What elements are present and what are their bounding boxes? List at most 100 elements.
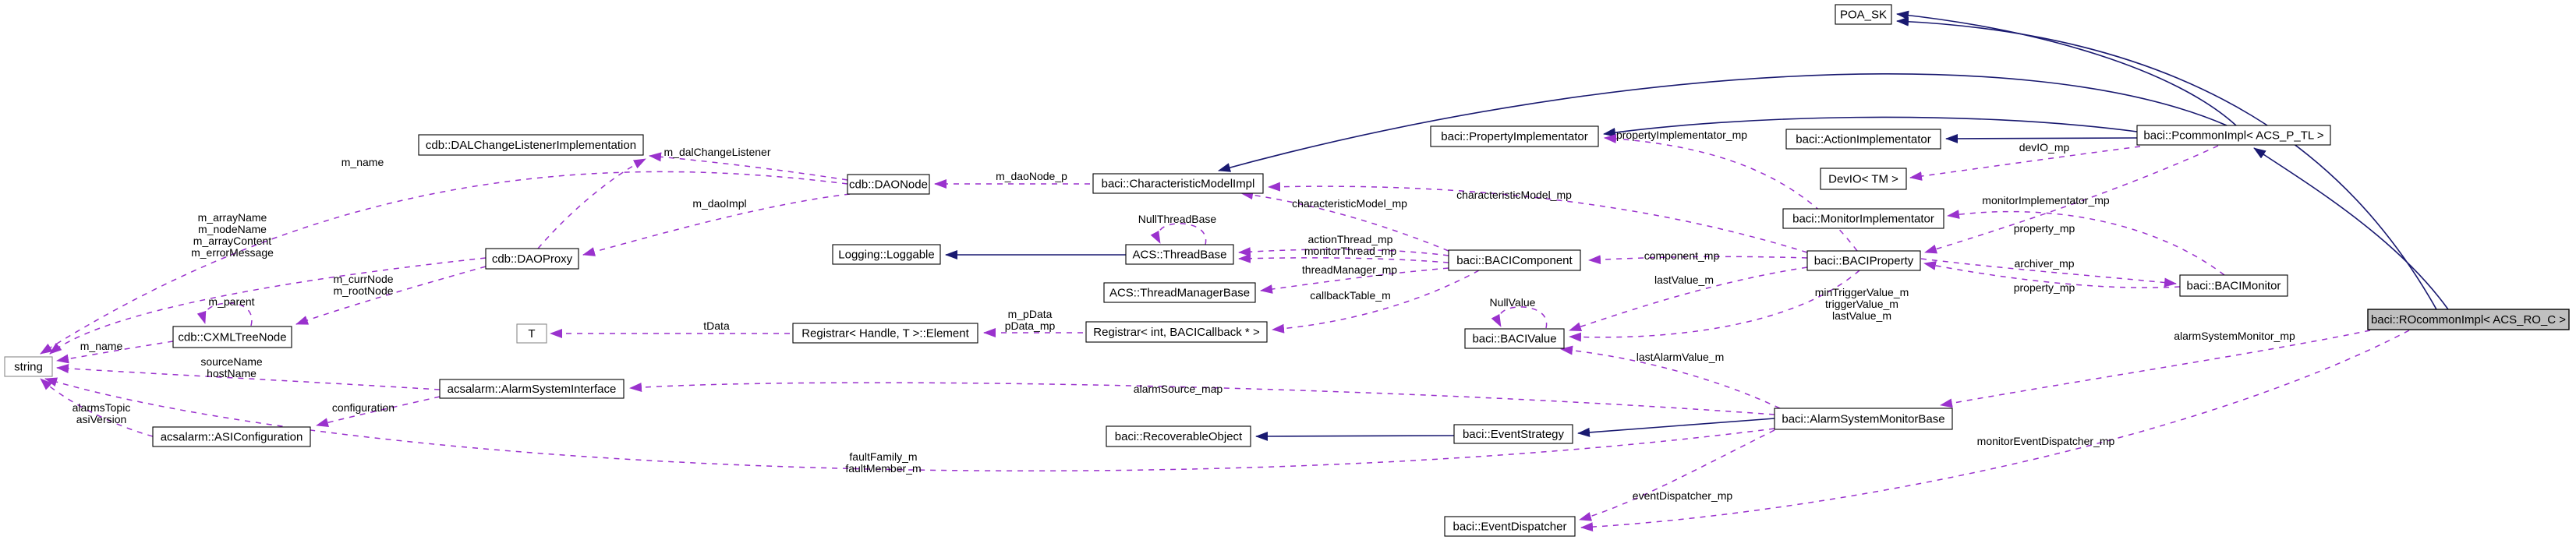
- class-node-alarm-system-interface[interactable]: acsalarm::AlarmSystemInterface: [439, 379, 625, 399]
- class-node-baci-value[interactable]: baci::BACIValue: [1464, 328, 1565, 349]
- usage-edge-use-cxml-string: [56, 341, 174, 364]
- usage-edge-use-daonode-dalchange: [649, 152, 848, 181]
- class-node-ro-common-impl: baci::ROcommonImpl< ACS_RO_C >: [2367, 309, 2570, 330]
- class-node-event-dispatcher[interactable]: baci::EventDispatcher: [1444, 516, 1576, 537]
- edge-label-m-array-block-line-3: m_errorMessage: [191, 246, 274, 259]
- class-node-poa-sk[interactable]: POA_SK: [1835, 4, 1892, 25]
- edge-label-nullthreadbase-line-0: NullThreadBase: [1138, 213, 1217, 225]
- class-node-baci-component[interactable]: baci::BACIComponent: [1448, 249, 1581, 271]
- class-node-property-implementator[interactable]: baci::PropertyImplementator: [1430, 125, 1599, 147]
- class-node-monitor-implementator[interactable]: baci::MonitorImplementator: [1782, 208, 1944, 229]
- usage-edge-use-threadbase-self-null: [1150, 223, 1207, 245]
- edge-label-actionthread-block-line-0: actionThread_mp: [1308, 233, 1393, 245]
- usage-edge-use-component-registrarcb: [1272, 270, 1480, 334]
- class-node-baci-monitor[interactable]: baci::BACIMonitor: [2179, 274, 2288, 297]
- class-node-dao-proxy[interactable]: cdb::DAOProxy: [485, 248, 579, 270]
- class-node-registrar-bacicallback[interactable]: Registrar< int, BACICallback * >: [1085, 321, 1268, 343]
- class-node-string-node[interactable]: string: [4, 356, 53, 377]
- usage-edge-use-property-monitor: [1920, 258, 2177, 288]
- class-label-baci-property: baci::BACIProperty: [1814, 255, 1914, 268]
- edge-label-lastvalue-m-line-0: lastValue_m: [1654, 274, 1714, 286]
- class-node-characteristic-model-impl[interactable]: baci::CharacteristicModelImpl: [1092, 173, 1264, 194]
- class-box-thread-manager-base: [1103, 282, 1256, 303]
- edge-label-archiver-mp-line-0: archiver_mp: [2014, 257, 2074, 270]
- edges-layer: [40, 10, 2449, 532]
- class-node-loggable[interactable]: Logging::Loggable: [832, 244, 941, 265]
- edge-label-m-pdata-block-line-0: m_pData: [1008, 308, 1053, 320]
- class-label-alarm-system-interface: acsalarm::AlarmSystemInterface: [448, 383, 617, 396]
- usage-edge-use-asi-string: [56, 363, 441, 390]
- usage-edge-use-property-value-trig: [1569, 270, 1860, 342]
- class-box-property-implementator: [1430, 125, 1599, 147]
- class-node-thread-manager-base[interactable]: ACS::ThreadManagerBase: [1103, 282, 1256, 303]
- edge-label-propertyimplementator-mp-line-0: propertyImplementator_mp: [1616, 129, 1747, 141]
- class-box-asi-configuration: [152, 426, 311, 447]
- edge-label-threadmanager-mp-line-0: threadManager_mp: [1302, 263, 1397, 276]
- inheritance-edge-inh-rocommon-poa: [1896, 16, 2437, 310]
- class-node-t-param[interactable]: T: [516, 323, 547, 344]
- usage-edge-use-asmb-eventdispatcher: [1579, 429, 1775, 521]
- class-label-pcommon-impl: baci::PcommonImpl< ACS_P_TL >: [2143, 129, 2323, 143]
- class-box-baci-monitor: [2179, 274, 2288, 297]
- edge-label-property-mp-lower-line-0: property_mp: [2014, 281, 2075, 294]
- edge-label-faultfamily-block-line-0: faultFamily_m: [849, 450, 917, 463]
- class-box-event-dispatcher: [1444, 516, 1576, 537]
- class-label-event-strategy: baci::EventStrategy: [1463, 428, 1565, 441]
- edge-label-eventdispatcher-mp-line-0: eventDispatcher_mp: [1633, 489, 1733, 502]
- usage-edge-use-component-charmodel: [1240, 190, 1449, 252]
- class-box-thread-base: [1125, 244, 1234, 265]
- edge-label-mintrigger-block-line-2: lastValue_m: [1832, 309, 1891, 322]
- inheritance-edge-inh-pcommon-charmodel: [1218, 73, 2227, 172]
- class-label-characteristic-model-impl: baci::CharacteristicModelImpl: [1102, 178, 1255, 191]
- usage-edge-use-daoproxy-string: [49, 257, 487, 355]
- class-node-devio-tm[interactable]: DevIO< TM >: [1820, 168, 1907, 190]
- class-label-alarm-system-monitor-base: baci::AlarmSystemMonitorBase: [1782, 413, 1944, 426]
- class-label-poa-sk: POA_SK: [1840, 9, 1887, 22]
- edge-label-m-daonode-p-line-0: m_daoNode_p: [996, 170, 1067, 182]
- class-node-action-implementator[interactable]: baci::ActionImplementator: [1785, 129, 1941, 150]
- class-node-baci-property[interactable]: baci::BACIProperty: [1806, 250, 1921, 271]
- class-label-thread-manager-base: ACS::ThreadManagerBase: [1109, 287, 1250, 300]
- class-box-t-param: [516, 323, 547, 344]
- edge-label-characteristicmodel-mp-1-line-0: characteristicModel_mp: [1292, 197, 1407, 210]
- usage-edge-use-rocommon-asmb: [1940, 330, 2371, 408]
- edge-label-m-name-cxml-line-0: m_name: [80, 340, 123, 352]
- class-box-pcommon-impl: [2136, 125, 2331, 146]
- class-node-event-strategy[interactable]: baci::EventStrategy: [1453, 424, 1573, 444]
- class-box-devio-tm: [1820, 168, 1907, 190]
- class-node-recoverable-object[interactable]: baci::RecoverableObject: [1106, 425, 1251, 447]
- class-node-dal-change-listener[interactable]: cdb::DALChangeListenerImplementation: [418, 134, 644, 156]
- edge-label-property-mp-upper-line-0: property_mp: [2014, 222, 2075, 235]
- class-node-pcommon-impl[interactable]: baci::PcommonImpl< ACS_P_TL >: [2136, 125, 2331, 146]
- class-node-alarm-system-monitor-base[interactable]: baci::AlarmSystemMonitorBase: [1774, 408, 1953, 430]
- class-node-cxml-tree-node[interactable]: cdb::CXMLTreeNode: [172, 326, 292, 348]
- class-node-thread-base[interactable]: ACS::ThreadBase: [1125, 244, 1234, 265]
- edge-label-mintrigger-block-line-0: minTriggerValue_m: [1815, 286, 1909, 298]
- edge-label-monitorimplementator-mp-line-0: monitorImplementator_mp: [1982, 194, 2110, 206]
- class-node-dao-node[interactable]: cdb::DAONode: [847, 174, 930, 195]
- class-box-characteristic-model-impl: [1092, 173, 1264, 194]
- class-box-registrar-bacicallback: [1085, 321, 1268, 343]
- class-box-baci-property: [1806, 250, 1921, 271]
- nodes-layer: POA_SKcdb::DALChangeListenerImplementati…: [4, 4, 2570, 537]
- class-label-cxml-tree-node: cdb::CXMLTreeNode: [178, 331, 286, 344]
- edge-label-m-currnode-block-line-1: m_rootNode: [333, 284, 393, 297]
- inheritance-edge-inh-pcommon-poa: [1896, 10, 2237, 126]
- usage-edge-use-component-threadbase-1: [1238, 247, 1449, 257]
- class-label-action-implementator: baci::ActionImplementator: [1796, 133, 1930, 146]
- edge-label-sourcename-block-line-0: sourceName: [200, 355, 263, 368]
- class-box-alarm-system-interface: [439, 379, 625, 399]
- edge-label-m-array-block-line-2: m_arrayContent: [193, 235, 271, 247]
- usage-edge-use-asmb-string: [44, 377, 1775, 471]
- usage-edge-use-rocommon-eventdispatcher: [1580, 330, 2410, 532]
- usage-edge-use-asmb-value: [1560, 345, 1781, 409]
- inheritance-edge-inh-rocommon-pcommon: [2253, 147, 2449, 310]
- class-node-asi-configuration[interactable]: acsalarm::ASIConfiguration: [152, 426, 311, 447]
- class-node-registrar-element[interactable]: Registrar< Handle, T >::Element: [792, 323, 978, 344]
- class-label-thread-base: ACS::ThreadBase: [1133, 249, 1227, 262]
- edge-label-sourcename-block-line-1: hostName: [207, 367, 257, 379]
- class-box-dao-node: [847, 174, 930, 195]
- edge-label-m-daoimpl-line-0: m_daoImpl: [692, 197, 746, 210]
- edge-label-m-array-block-line-1: m_nodeName: [198, 223, 267, 235]
